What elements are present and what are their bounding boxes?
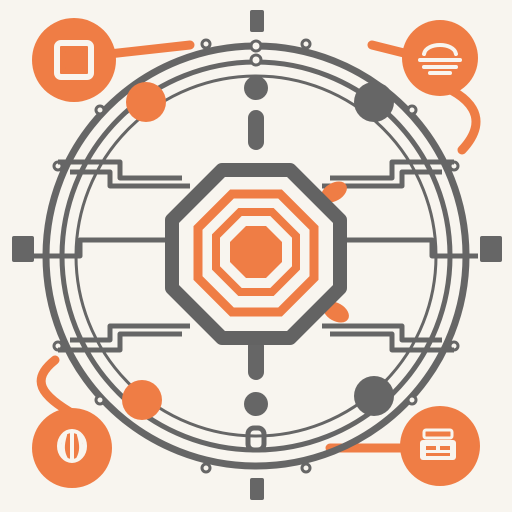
- spoke-bottom-bar: [248, 338, 264, 380]
- hub-ring-1: [193, 189, 319, 317]
- trace-bottom-left-inner: [70, 323, 190, 343]
- spoke-top-bar: [248, 110, 264, 150]
- ring-terminals: [12, 10, 502, 500]
- square-frame-outer: [54, 40, 94, 80]
- square-frame-inner: [65, 51, 83, 69]
- vertical-spokes: [244, 53, 268, 453]
- ring-dot: [406, 394, 418, 406]
- node-bottom-right-gray: [354, 376, 394, 416]
- corner-node-top-right: [402, 20, 478, 96]
- ring-dot: [94, 394, 106, 406]
- trace-top-left: [58, 159, 182, 181]
- trace-left: [34, 237, 170, 259]
- hub-core: [230, 226, 282, 278]
- tray-top: [422, 428, 454, 440]
- cloud-stack-icon: [418, 43, 462, 75]
- ring-dot: [300, 462, 312, 474]
- cloud-arc-top: [422, 43, 458, 56]
- ring-dot: [200, 462, 212, 474]
- document-tray-icon: [420, 428, 456, 460]
- tray-slot-2: [440, 446, 450, 450]
- spoke-top-dot: [244, 76, 268, 100]
- ring-dot: [406, 104, 418, 116]
- terminal-right: [480, 236, 502, 262]
- terminal-bottom: [250, 478, 264, 500]
- spoke-top-dot-small: [249, 53, 263, 67]
- spoke-bottom-dot: [244, 392, 268, 416]
- corner-node-bottom-right: [400, 406, 480, 486]
- ring-dot: [94, 104, 106, 116]
- central-hub: [165, 163, 347, 345]
- shell-rib-3: [76, 433, 84, 461]
- ring-dot: [200, 38, 212, 50]
- shell-icon: [57, 429, 87, 463]
- hub-ring-2: [212, 208, 300, 296]
- shell-rib-2: [60, 433, 68, 461]
- node-bottom-left-orange: [122, 380, 162, 420]
- corner-node-bottom-left: [32, 408, 112, 488]
- square-frame-icon: [54, 40, 94, 80]
- trace-bottom-right: [330, 331, 454, 353]
- ring-dot: [300, 38, 312, 50]
- trace-top-left-inner: [70, 169, 190, 189]
- spoke-bottom-link: [245, 425, 267, 453]
- ring-dot: [249, 39, 263, 53]
- trace-top-right: [330, 159, 454, 181]
- trace-bottom-right-inner: [322, 323, 442, 343]
- corner-node-top-left: [32, 18, 116, 102]
- node-top-left-orange: [126, 82, 166, 122]
- tray-slot-3: [426, 453, 450, 456]
- trace-bottom-left: [58, 331, 182, 353]
- concentric-octagon-icon: [193, 189, 319, 317]
- circuit-traces: [34, 159, 478, 353]
- trace-top-right-inner: [322, 169, 442, 189]
- terminal-top: [250, 10, 264, 32]
- node-hub-top-right-orange: [321, 181, 347, 203]
- tray-body: [420, 440, 456, 460]
- tray-slot-1: [426, 446, 436, 450]
- node-top-right-gray: [354, 82, 394, 122]
- trace-right: [342, 237, 478, 259]
- terminal-left: [12, 236, 34, 262]
